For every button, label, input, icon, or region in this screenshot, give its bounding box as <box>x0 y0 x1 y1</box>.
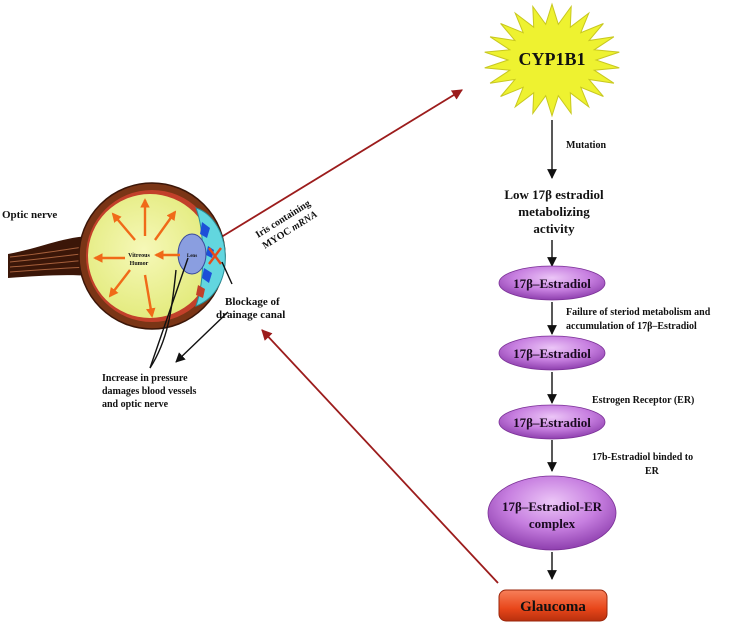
low-activity-line-3: activity <box>533 221 575 236</box>
cyp1b1-starburst: CYP1B1 <box>484 2 620 118</box>
estradiol-node-2: 17β–Estradiol <box>498 335 606 371</box>
complex-node: 17β–Estradiol-ER complex <box>487 475 617 551</box>
vitreous-label-line-2: Humor <box>130 261 149 267</box>
mutation-label: Mutation <box>566 140 606 151</box>
vitreous-label-line-1: Vitreous <box>128 253 150 259</box>
blockage-pointer <box>221 261 233 285</box>
estradiol-label-1: 17β–Estradiol <box>513 276 591 291</box>
estradiol-node-3: 17β–Estradiol <box>498 404 606 440</box>
blockage-x-icon <box>208 247 222 265</box>
vitreous-chamber <box>88 194 212 318</box>
complex-label-line-2: complex <box>529 516 576 531</box>
pressure-arrow-from-lens <box>149 257 189 369</box>
blockage-label-line-1: Blockage of <box>225 296 280 308</box>
low-activity-line-2: metabolizing <box>518 204 590 219</box>
eye-annotation-arrows <box>149 257 233 369</box>
blockage-arrow <box>175 311 229 363</box>
cyp1b1-label: CYP1B1 <box>519 49 586 69</box>
arrow-glaucoma-to-eye <box>261 329 499 584</box>
receptor-label: Estrogen Receptor (ER) <box>592 395 694 406</box>
low-activity-node: Low 17β estradiol metabolizing activity <box>504 187 604 236</box>
estradiol-node-1: 17β–Estradiol <box>498 265 606 301</box>
binded-label-line-2: ER <box>645 466 660 477</box>
low-activity-line-1: Low 17β estradiol <box>504 187 604 202</box>
pressure-label-line-2: damages blood vessels <box>102 386 197 397</box>
pressure-label-line-1: Increase in pressure <box>102 373 188 384</box>
optic-nerve-label: Optic nerve <box>2 209 57 221</box>
iris-label: Iris containing MYOC mRNA <box>254 198 320 251</box>
glaucoma-node: Glaucoma <box>498 589 608 622</box>
lens-label: Lens <box>187 254 197 259</box>
eye-illustration: Lens Vitreous Humor <box>8 182 226 330</box>
estradiol-label-2: 17β–Estradiol <box>513 346 591 361</box>
glaucoma-label: Glaucoma <box>520 599 586 615</box>
pressure-pointer <box>149 269 177 369</box>
blockage-label-line-2: drainage canal <box>216 309 285 321</box>
pressure-arrows <box>93 198 180 318</box>
failure-label-line-1: Failure of steriod metabolism and <box>566 307 711 318</box>
arrow-iris-to-cyp1b1 <box>199 89 463 251</box>
pressure-label-line-3: and optic nerve <box>102 399 169 410</box>
complex-label-line-1: 17β–Estradiol-ER <box>502 499 603 514</box>
failure-label-line-2: accumulation of 17β–Estradiol <box>566 321 697 332</box>
estradiol-label-3: 17β–Estradiol <box>513 415 591 430</box>
binded-label-line-1: 17b-Estradiol binded to <box>592 452 693 463</box>
